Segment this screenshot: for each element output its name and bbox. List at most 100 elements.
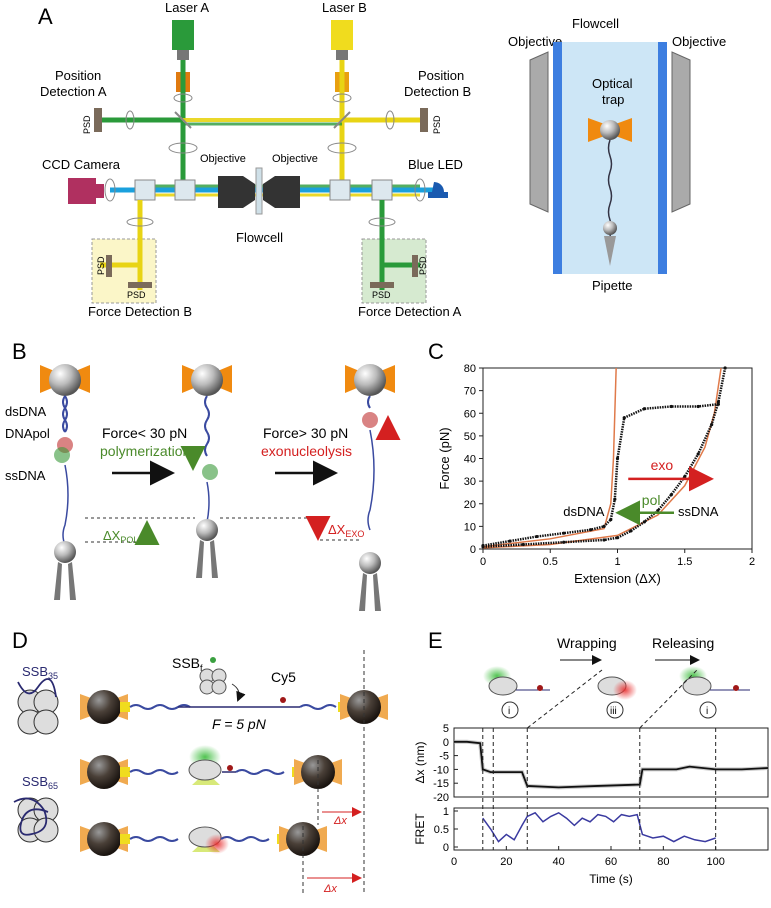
data-point	[615, 456, 620, 461]
svg-text:Wrapping: Wrapping	[557, 635, 617, 651]
annotation-pol: pol	[642, 492, 661, 508]
y-tick-label: 0	[443, 737, 449, 749]
extension-trace-0	[454, 740, 769, 789]
data-point	[602, 524, 606, 528]
svg-text:ΔXPOL: ΔXPOL	[103, 528, 138, 545]
x-tick-label: 0.5	[543, 556, 558, 568]
svg-text:CCD Camera: CCD Camera	[42, 157, 121, 172]
svg-text:SSB65: SSB65	[22, 774, 58, 791]
data-point	[521, 542, 525, 547]
svg-text:exonucleolysis: exonucleolysis	[261, 443, 352, 459]
annotation-ssdna: ssDNA	[678, 504, 719, 519]
svg-text:Optical: Optical	[592, 76, 633, 91]
svg-text:Force Detection A: Force Detection A	[358, 304, 462, 319]
data-point	[508, 539, 512, 543]
panel-e-state-glyphs: Wrapping Releasing i iii i	[483, 635, 750, 719]
data-point	[723, 366, 727, 370]
data-point	[710, 422, 714, 427]
psd-b	[420, 108, 428, 132]
x-tick-label: 40	[553, 856, 565, 868]
data-point	[609, 517, 613, 522]
annotation-exo: exo	[651, 457, 674, 473]
y-axis-label: Δx (nm)	[413, 741, 427, 783]
data-point	[683, 475, 687, 479]
y-tick-label: 1	[443, 806, 449, 818]
data-point	[642, 520, 647, 524]
data-point	[656, 508, 660, 513]
x-tick-label: 20	[500, 856, 512, 868]
wrapping-connector	[526, 669, 603, 729]
svg-text:Releasing: Releasing	[652, 635, 714, 651]
data-point	[562, 540, 566, 544]
svg-text:Force Detection B: Force Detection B	[88, 304, 192, 319]
y-tick-label: 80	[464, 363, 476, 375]
annotation-dsdna: dsDNA	[563, 504, 605, 519]
svg-text:Objective: Objective	[508, 34, 562, 49]
svg-text:DNApol: DNApol	[5, 426, 50, 441]
svg-text:Force< 30 pN: Force< 30 pN	[102, 425, 187, 441]
svg-text:i: i	[706, 706, 708, 717]
blue-led	[428, 182, 448, 198]
x-tick-label: 60	[605, 856, 617, 868]
y-tick-label: -15	[433, 778, 449, 790]
fit-line-1	[482, 367, 722, 549]
panel-letter-b: B	[12, 339, 27, 364]
svg-text:ΔXEXO: ΔXEXO	[328, 522, 364, 539]
svg-text:polymerization: polymerization	[100, 443, 190, 459]
svg-text:Cy5: Cy5	[271, 669, 296, 685]
data-series-0	[482, 402, 719, 547]
panel-a-inset-flowcell: Flowcell Objective Objective Optical tra…	[508, 16, 726, 293]
svg-text:PSD: PSD	[127, 290, 146, 300]
svg-text:dsDNA: dsDNA	[5, 404, 47, 419]
panel-letter-c: C	[428, 339, 444, 364]
panel-letter-a: A	[38, 4, 53, 29]
svg-text:Objective: Objective	[200, 153, 246, 165]
raw-trace-0	[454, 739, 769, 790]
svg-text:Flowcell: Flowcell	[236, 230, 283, 245]
y-tick-label: 60	[464, 408, 476, 420]
y-tick-label: 30	[464, 476, 476, 488]
svg-text:Detection A: Detection A	[40, 84, 107, 99]
y-axis-label: Force (pN)	[437, 427, 452, 489]
chart-e2-frame	[453, 807, 769, 851]
svg-text:i: i	[508, 706, 510, 717]
psd-a	[94, 108, 102, 132]
svg-text:Position: Position	[418, 68, 464, 83]
fret-trace-0	[482, 811, 716, 843]
y-tick-label: 50	[464, 431, 476, 443]
svg-text:Δx: Δx	[333, 815, 347, 827]
data-point	[696, 404, 700, 409]
data-point	[716, 400, 720, 404]
y-tick-label: 0.5	[434, 824, 449, 836]
y-tick-label: 5	[443, 723, 449, 735]
panel-letter-e: E	[428, 628, 443, 653]
data-point	[622, 416, 626, 420]
svg-text:PSD: PSD	[432, 115, 442, 134]
x-tick-label: 2	[749, 556, 755, 568]
data-point	[481, 545, 485, 549]
svg-text:SSBf: SSBf	[172, 655, 203, 673]
data-point	[562, 531, 566, 535]
panel-b-schematic: dsDNA DNApol ssDNA Force< 30 pN polymeri…	[5, 364, 401, 611]
svg-text:Objective: Objective	[672, 34, 726, 49]
svg-text:PSD: PSD	[82, 115, 92, 134]
svg-text:trap: trap	[602, 92, 624, 107]
y-tick-label: 10	[464, 521, 476, 533]
panel-letter-d: D	[12, 628, 28, 653]
x-tick-label: 0	[480, 556, 486, 568]
data-point	[669, 404, 673, 409]
x-tick-label: 1	[614, 556, 620, 568]
svg-text:Blue LED: Blue LED	[408, 157, 463, 172]
y-tick-label: 70	[464, 386, 476, 398]
svg-text:Force> 30 pN: Force> 30 pN	[263, 425, 348, 441]
fit-line-0	[482, 367, 617, 548]
y-tick-label: -5	[439, 751, 449, 763]
laser-a-body	[172, 20, 194, 50]
y-tick-label: 20	[464, 499, 476, 511]
data-point	[629, 529, 633, 533]
data-point	[602, 538, 606, 542]
y-tick-label: 0	[470, 544, 476, 556]
